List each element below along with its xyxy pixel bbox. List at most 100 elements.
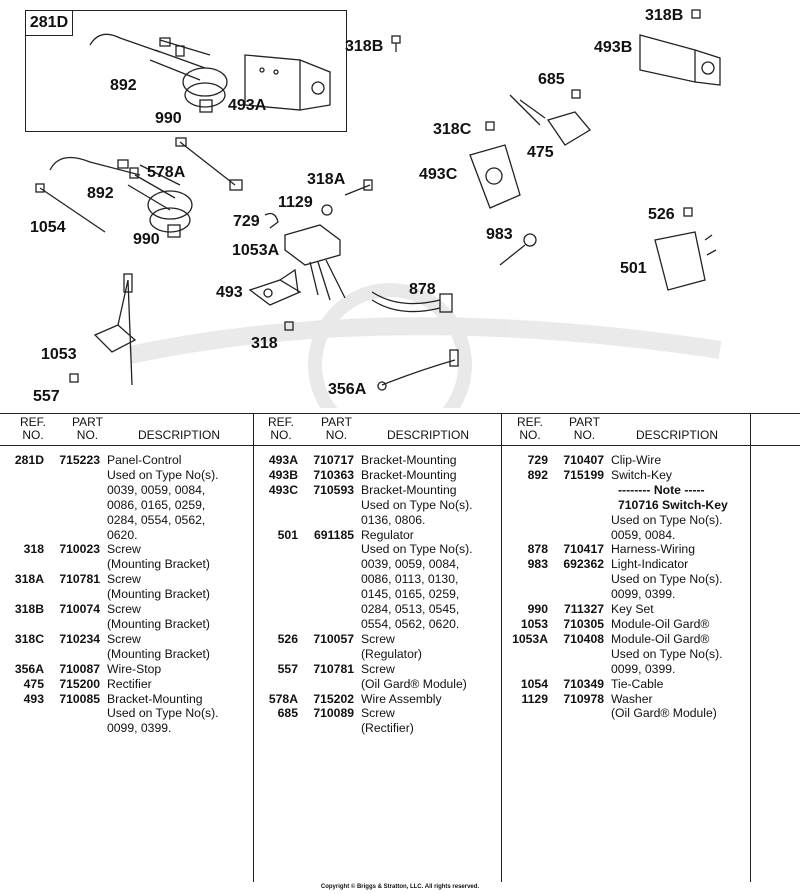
oil-gard-module-1053a: [284, 224, 346, 301]
part-no-cell: 710074: [59, 602, 100, 617]
part-no-cell: [548, 498, 604, 513]
header-ref-line1: REF.: [517, 415, 544, 429]
table-row: (Oil Gard® Module): [244, 677, 473, 692]
description-cell: (Rectifier): [361, 721, 414, 736]
description-cell: Wire Assembly: [361, 691, 442, 706]
ref-no-cell: [494, 706, 548, 721]
part-no-cell: [44, 498, 100, 513]
ref-no-cell: [494, 662, 548, 677]
table-row: (Mounting Bracket): [0, 617, 219, 632]
part-no-cell: 710407: [563, 453, 604, 467]
header-ref-line1: REF.: [268, 415, 295, 429]
ref-no-cell: 1053: [520, 616, 548, 631]
ref-no-cell: [494, 498, 548, 513]
ref-no-cell: 318C: [14, 631, 44, 646]
description-cell: (Mounting Bracket): [107, 587, 210, 602]
ref-no-cell: 892: [527, 467, 548, 482]
screw-318b-right: [691, 9, 701, 19]
description-cell: Regulator: [361, 527, 414, 542]
part-no-cell: 710417: [563, 542, 604, 557]
ref-no-cell: 1054: [520, 676, 548, 691]
bracket-493: [248, 268, 302, 306]
table-row: Used on Type No(s).: [494, 513, 728, 528]
description-cell: Used on Type No(s).: [361, 497, 473, 512]
ref-no-cell: 475: [23, 676, 44, 691]
callout-281d: 281D: [25, 10, 73, 36]
header-ref-line1: REF.: [20, 415, 47, 429]
ref-no-cell: 493: [23, 691, 44, 706]
description-cell: Screw: [107, 631, 141, 646]
ref-no-cell: 318: [23, 542, 44, 557]
watermark-logo: [128, 283, 722, 447]
header-part-line2: NO.: [325, 428, 348, 442]
part-no-cell: 710349: [563, 676, 604, 691]
description-cell: Used on Type No(s).: [361, 542, 473, 557]
part-no-cell: [44, 647, 100, 662]
description-cell: Used on Type No(s).: [611, 572, 723, 587]
part-no-cell: [298, 587, 354, 602]
ref-no-cell: [494, 528, 548, 543]
description-cell: 0554, 0562, 0620.: [361, 616, 460, 631]
ref-no-cell: [0, 706, 44, 721]
ref-no-cell: [0, 557, 44, 572]
part-no-cell: [44, 528, 100, 543]
part-no-cell: 710408: [563, 631, 604, 646]
part-no-cell: 711327: [564, 602, 604, 617]
ref-no-cell: 983: [527, 557, 548, 572]
ref-no-cell: 318B: [14, 602, 44, 617]
ref-no-cell: [244, 572, 298, 587]
callout-493: 493: [216, 284, 243, 301]
callout-475: 475: [527, 144, 554, 161]
ref-no-cell: 685: [277, 706, 298, 721]
ref-no-cell: [244, 677, 298, 692]
part-no-cell: [548, 587, 604, 602]
column-divider: [501, 414, 502, 882]
wire-assembly-578a: [175, 137, 243, 191]
header-ref-no: REF. NO.: [517, 416, 543, 442]
description-cell: Bracket-Mounting: [361, 453, 457, 467]
tie-cable-1054: [35, 183, 106, 233]
description-cell: Clip-Wire: [611, 453, 662, 467]
ref-no-cell: [244, 587, 298, 602]
description-cell: Tie-Cable: [611, 676, 664, 691]
part-no-cell: 710717: [313, 453, 354, 467]
description-cell: 0086, 0165, 0259,: [107, 497, 206, 512]
part-no-cell: [44, 557, 100, 572]
part-no-cell: [548, 528, 604, 543]
part-no-cell: [298, 513, 354, 528]
part-no-cell: 710089: [313, 706, 354, 721]
key-switch-281d: [89, 33, 228, 113]
description-cell: Wire-Stop: [107, 661, 162, 676]
header-part-line1: PART: [72, 415, 103, 429]
screw-557: [69, 373, 79, 383]
ref-no-cell: [244, 498, 298, 513]
table-row: 0039, 0059, 0084,: [244, 557, 473, 572]
part-no-cell: [298, 647, 354, 662]
ref-no-cell: [494, 483, 548, 498]
part-no-cell: [548, 706, 604, 721]
part-no-cell: [298, 542, 354, 557]
ref-no-cell: [494, 513, 548, 528]
callout-526: 526: [648, 206, 675, 223]
header-ref-no: REF. NO.: [20, 416, 46, 442]
screw-318a: [344, 179, 373, 196]
table-top-rule: [0, 413, 800, 414]
header-description: DESCRIPTION: [636, 428, 719, 442]
table-row: 1054 710349 Tie-Cable: [494, 677, 728, 692]
part-no-cell: 715199: [563, 467, 604, 482]
screw-526: [683, 207, 693, 217]
ref-no-cell: [494, 572, 548, 587]
header-ref-no: REF. NO.: [268, 416, 294, 442]
description-cell: Bracket-Mounting: [107, 691, 203, 706]
ref-no-cell: 356A: [14, 661, 44, 676]
table-row: 0086, 0113, 0130,: [244, 572, 473, 587]
bracket-493c: [469, 144, 521, 209]
table-row: (Oil Gard® Module): [494, 706, 728, 721]
table-row: (Mounting Bracket): [0, 557, 219, 572]
table-row: 0059, 0084.: [494, 528, 728, 543]
ref-no-cell: [244, 602, 298, 617]
